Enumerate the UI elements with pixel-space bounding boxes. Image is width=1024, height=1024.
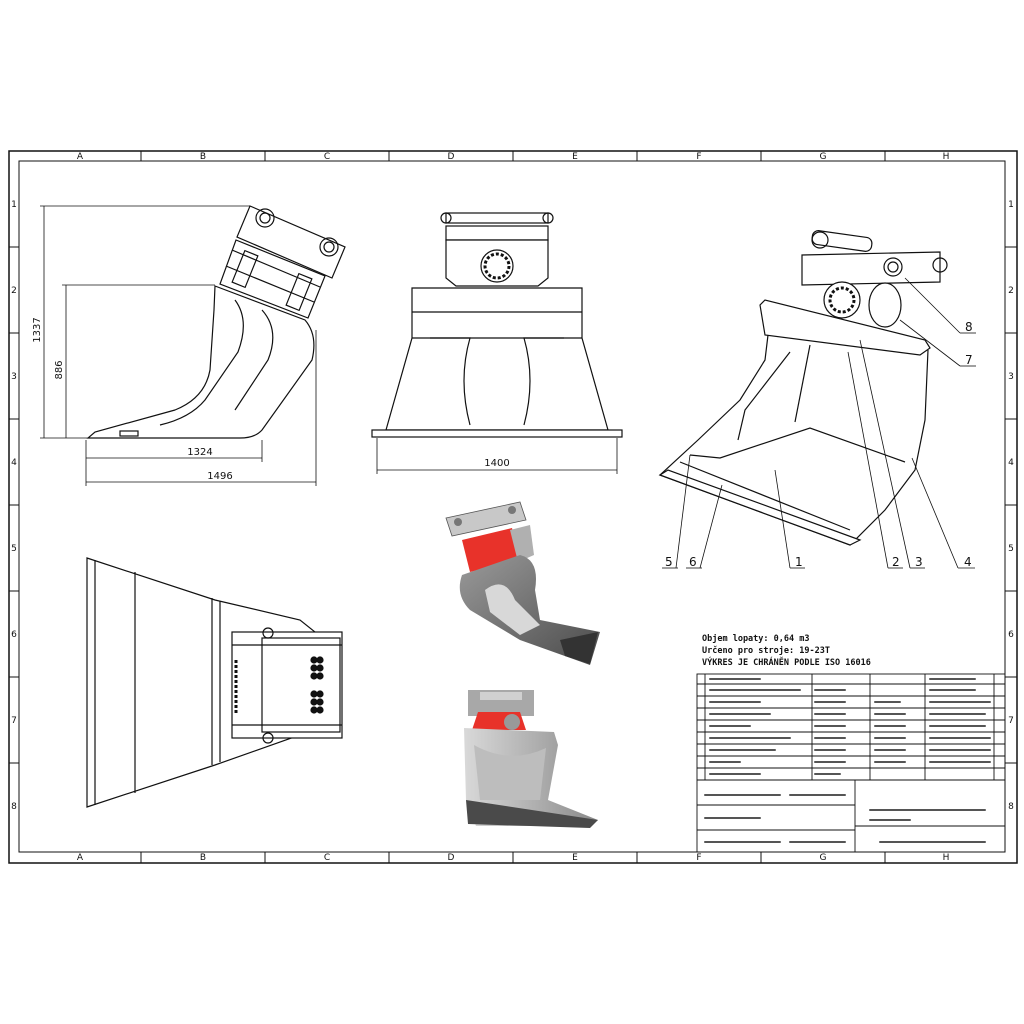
row-label-right: 4 <box>1008 458 1014 468</box>
row-label-left: 6 <box>11 630 17 640</box>
col-label-bottom: B <box>200 853 206 863</box>
note-volume: Objem lopaty: 0,64 m3 <box>702 634 810 644</box>
col-label-bottom: C <box>324 853 330 863</box>
col-label-top: E <box>572 152 578 162</box>
col-label-top: C <box>324 152 330 162</box>
col-label-top: D <box>448 152 455 162</box>
col-label-bottom: H <box>943 853 950 863</box>
balloon-1: 1 <box>795 555 803 569</box>
isometric-view <box>658 230 948 546</box>
row-label-left: 3 <box>11 372 17 382</box>
col-label-bottom: G <box>820 853 827 863</box>
side-dimensions <box>40 205 317 486</box>
front-dimensions <box>376 438 618 474</box>
col-label-top: H <box>943 152 950 162</box>
row-label-right: 2 <box>1008 286 1014 296</box>
balloon-6: 6 <box>689 555 697 569</box>
note-copyright: VÝKRES JE CHRÁNĚN PODLE ISO 16016 <box>702 658 871 668</box>
row-label-right: 8 <box>1008 802 1014 812</box>
col-label-bottom: A <box>77 853 84 863</box>
balloon-7: 7 <box>965 353 973 367</box>
row-label-left: 5 <box>11 544 17 554</box>
inner-border <box>18 160 1006 853</box>
row-label-right: 7 <box>1008 716 1014 726</box>
col-label-bottom: F <box>696 853 701 863</box>
col-label-top: F <box>696 152 701 162</box>
side-view <box>86 205 346 439</box>
col-label-bottom: D <box>448 853 455 863</box>
dim-width: 1400 <box>484 458 509 469</box>
grid-ticks <box>9 151 1017 863</box>
row-label-right: 6 <box>1008 630 1014 640</box>
row-label-left: 4 <box>11 458 17 468</box>
balloon-8: 8 <box>965 320 973 334</box>
render-perspective-1 <box>445 501 600 665</box>
balloon-2: 2 <box>892 555 900 569</box>
col-label-top: B <box>200 152 206 162</box>
col-label-top: A <box>77 152 84 162</box>
row-label-right: 3 <box>1008 372 1014 382</box>
dim-overall-length: 1496 <box>207 471 232 482</box>
row-label-left: 1 <box>11 200 17 210</box>
dim-overall-height: 1337 <box>32 317 43 342</box>
col-label-top: G <box>820 152 827 162</box>
row-label-right: 5 <box>1008 544 1014 554</box>
drawing-notes: Objem lopaty: 0,64 m3 Určeno pro stroje:… <box>702 633 871 669</box>
dim-inner-height: 886 <box>54 360 65 379</box>
balloon-3: 3 <box>915 555 923 569</box>
row-label-left: 2 <box>11 286 17 296</box>
balloon-leaders <box>662 277 976 569</box>
parts-list-rows <box>704 678 991 843</box>
dim-base-length: 1324 <box>187 447 212 458</box>
front-view <box>371 212 623 438</box>
row-label-left: 8 <box>11 802 17 812</box>
balloon-4: 4 <box>964 555 972 569</box>
render-perspective-2 <box>464 690 598 828</box>
top-view <box>86 557 343 808</box>
row-label-right: 1 <box>1008 200 1014 210</box>
row-label-left: 7 <box>11 716 17 726</box>
note-machine: Určeno pro stroje: 19-23T <box>702 646 830 656</box>
col-label-bottom: E <box>572 853 578 863</box>
title-block <box>696 673 1006 853</box>
balloon-5: 5 <box>665 555 673 569</box>
